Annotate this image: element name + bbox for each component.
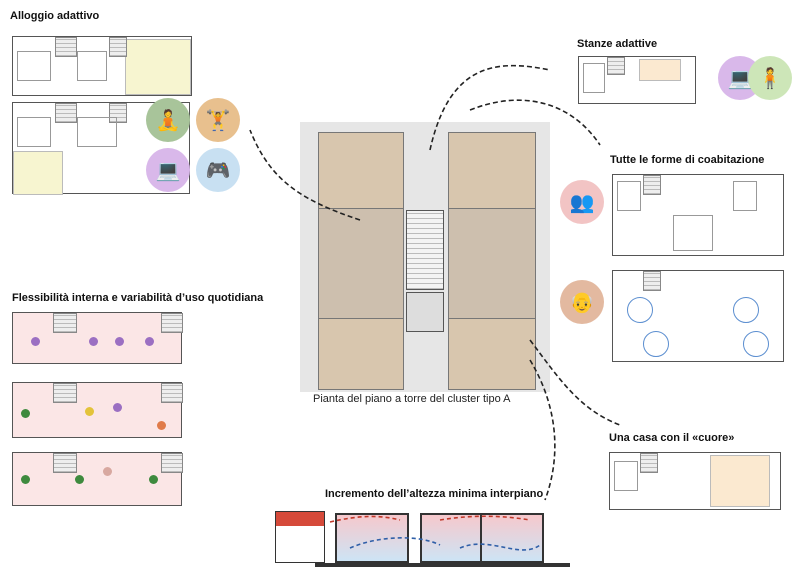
weightlifting-icon: 🏋 <box>196 98 240 142</box>
title-heart-house: Una casa con il «cuore» <box>609 432 735 444</box>
title-adaptive-rooms: Stanze adattive <box>577 38 658 50</box>
cohabitation-plan-1 <box>612 174 784 256</box>
title-flexibility: Flessibilità interna e variabilità d’uso… <box>12 292 264 304</box>
flexibility-plan-2 <box>12 382 183 438</box>
adaptive-rooms-plan <box>578 56 696 104</box>
flexibility-plan-1 <box>12 312 183 364</box>
central-tower-plan <box>300 122 550 392</box>
heart-house-plan <box>609 452 781 510</box>
title-cohabitation: Tutte le forme di coabitazione <box>610 154 765 166</box>
adaptive-dwelling-plan-1 <box>12 36 192 96</box>
elevator <box>406 292 444 332</box>
arrow-to-cohabitation <box>469 99 601 146</box>
central-plan-caption: Pianta del piano a torre del cluster tip… <box>313 393 511 405</box>
elderly-couple-icon: 👴 <box>560 280 604 324</box>
arrow-to-section <box>529 359 556 501</box>
flexibility-plan-3 <box>12 452 183 506</box>
meditation-icon: 🧘 <box>146 98 190 142</box>
cohabitation-plan-2 <box>612 270 784 362</box>
desk-worker-icon: 💻 <box>146 148 190 192</box>
group-icon: 👥 <box>560 180 604 224</box>
gamepad-icon: 🎮 <box>196 148 240 192</box>
stairwell <box>406 210 444 290</box>
floor-height-section <box>275 505 570 573</box>
arrow-to-adaptive-dwelling <box>249 129 361 221</box>
arrow-to-heart-house <box>529 339 621 426</box>
arrow-to-adaptive-rooms <box>429 64 551 151</box>
title-height-increase: Incremento dell’altezza minima interpian… <box>325 488 544 500</box>
standing-person-icon: 🧍 <box>748 56 792 100</box>
title-adaptive-dwelling: Alloggio adattivo <box>10 10 100 22</box>
